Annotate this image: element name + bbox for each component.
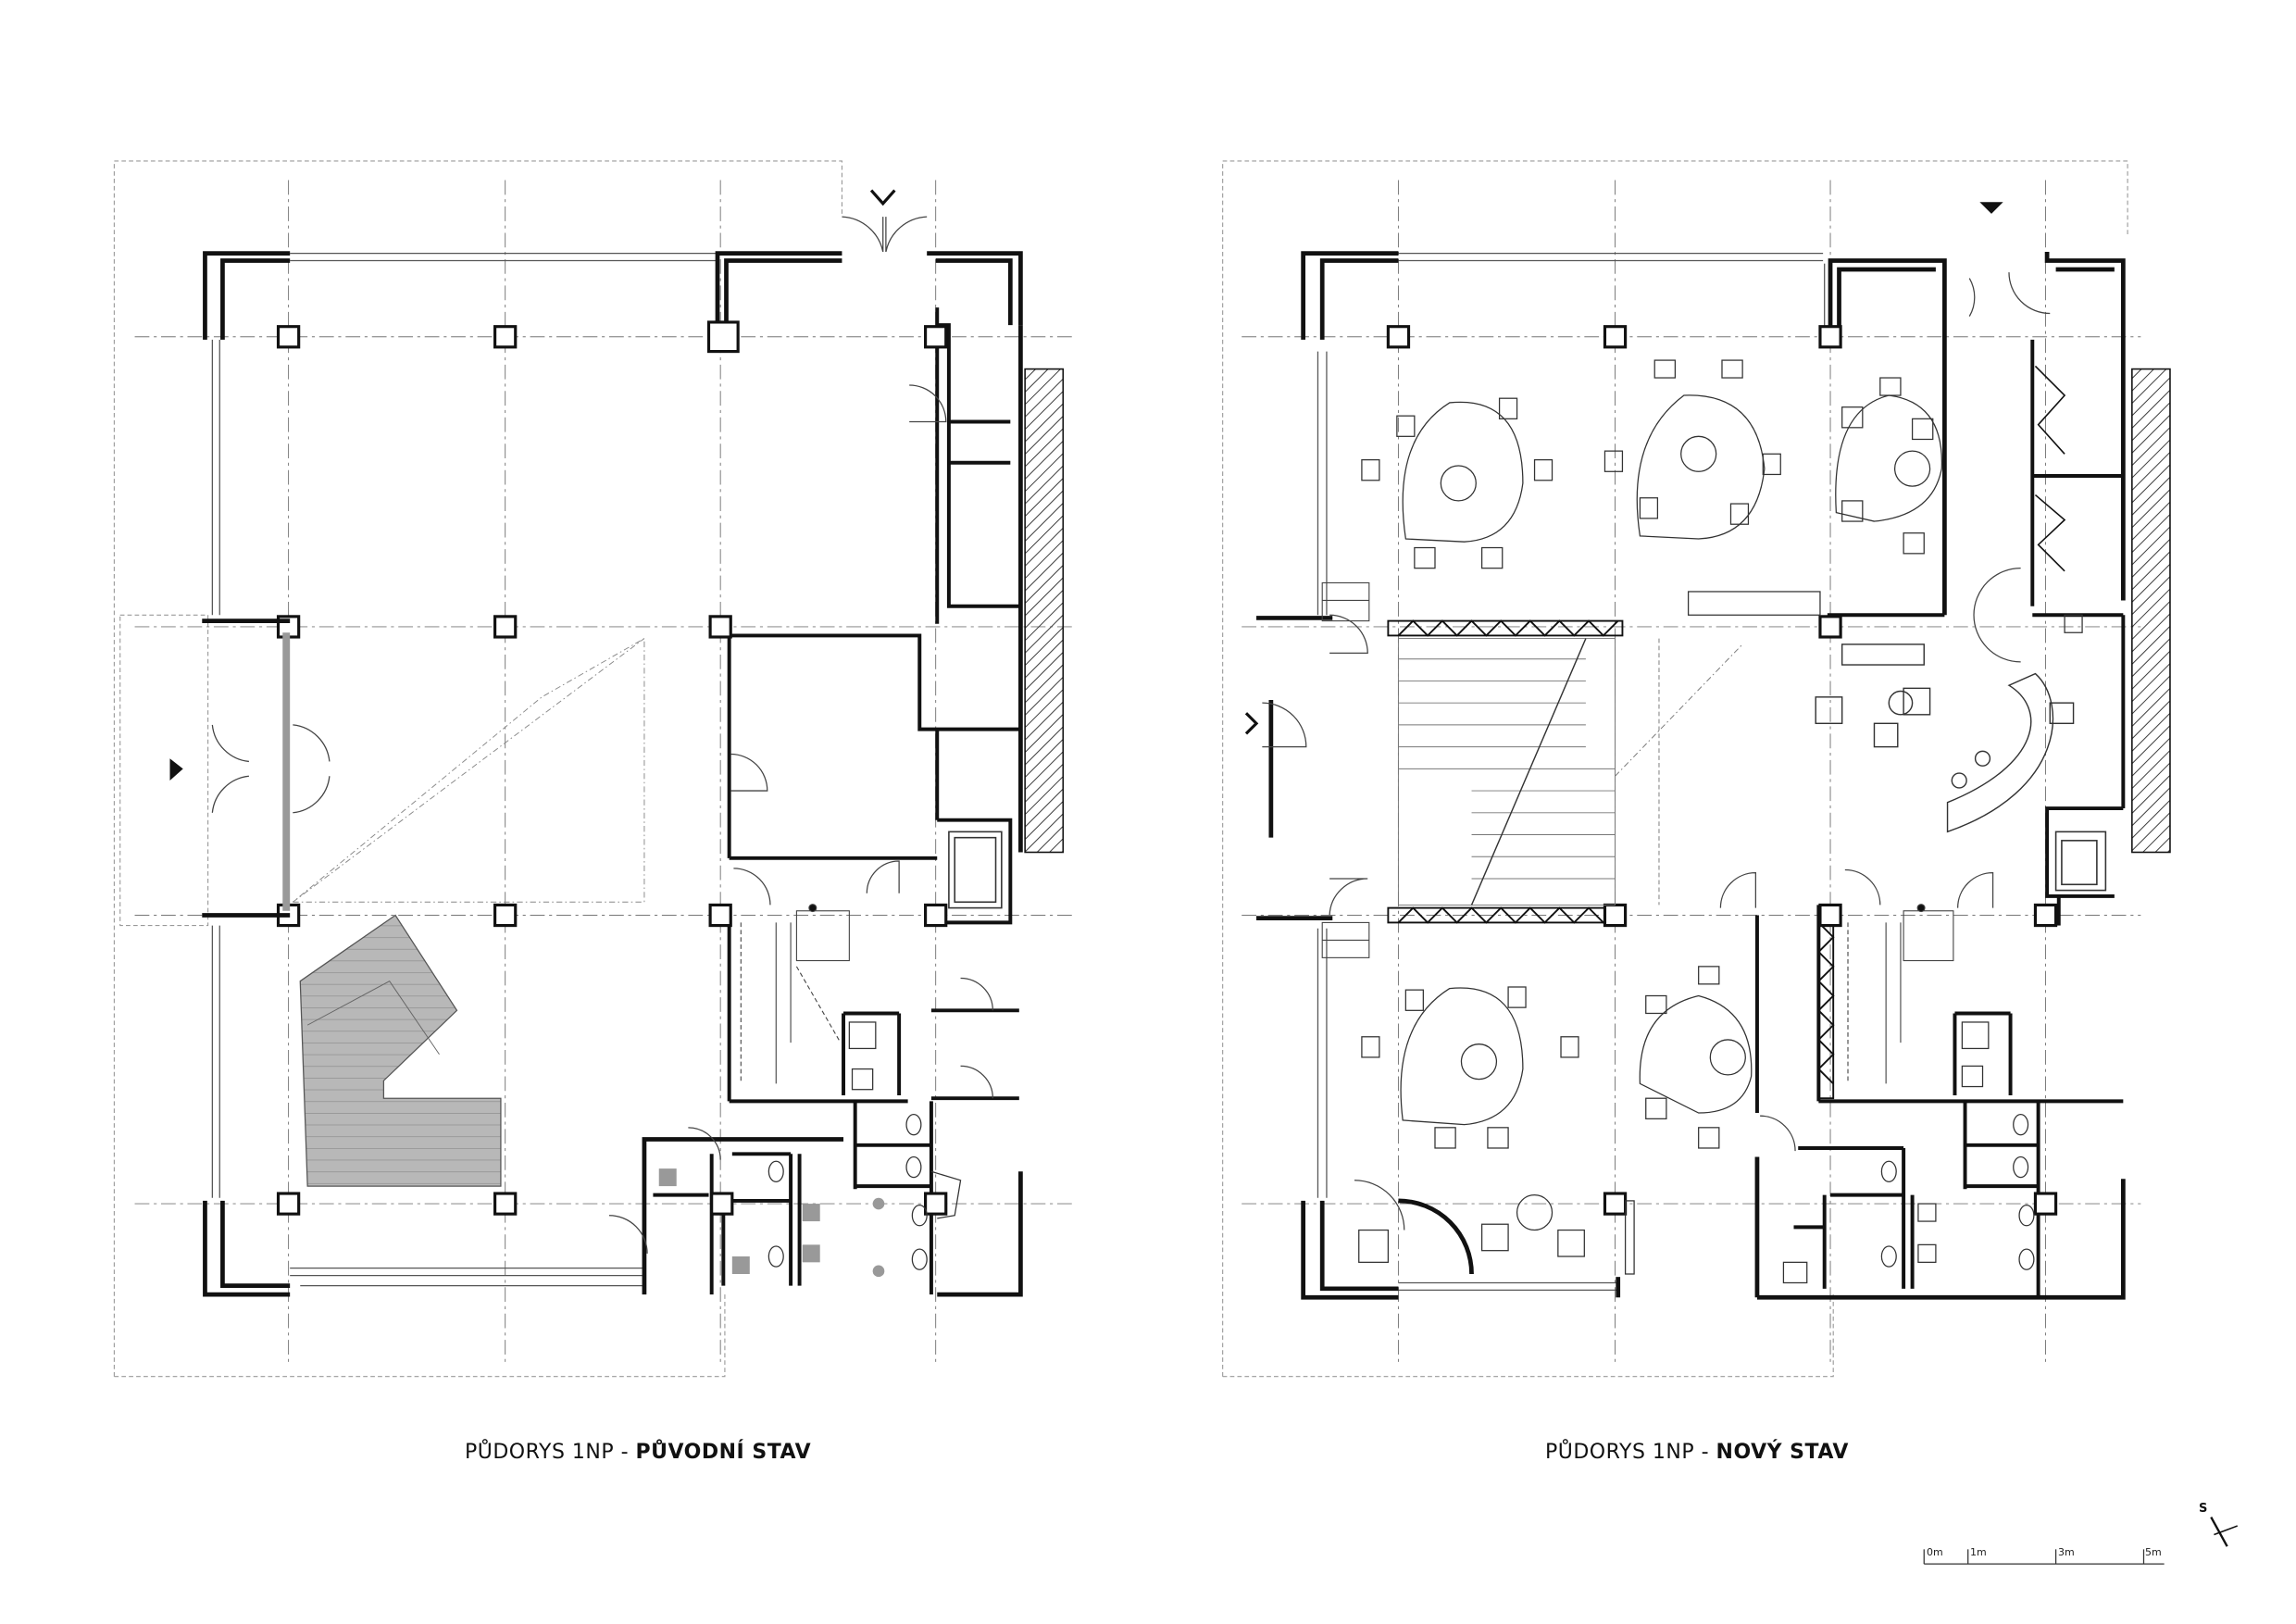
scale-label-1: 1m bbox=[1970, 1546, 1987, 1558]
office-workstations bbox=[1358, 359, 1942, 1275]
elevator-new bbox=[2054, 831, 2107, 892]
scale-bar bbox=[1923, 1549, 2165, 1565]
plan-title-bold: NOVÝ STAV bbox=[1716, 1441, 1849, 1464]
stair-core-original bbox=[740, 904, 850, 1084]
plan-title-prefix: PŮDORYS 1NP - bbox=[465, 1441, 636, 1464]
doors-new bbox=[1262, 272, 2051, 1274]
interior-walls-new bbox=[1754, 339, 2126, 1298]
entrance-arrow-north-new bbox=[1979, 202, 2003, 214]
neighbour-wall-hatch-new bbox=[2131, 368, 2171, 854]
columns-new bbox=[1386, 325, 2058, 1216]
plan-title-new: PŮDORYS 1NP - NOVÝ STAV bbox=[1545, 1441, 1849, 1464]
west-entrance-walls bbox=[202, 618, 291, 918]
structural-grid bbox=[134, 180, 1077, 1366]
truss-beams bbox=[1387, 365, 2066, 1100]
floor-plan-original bbox=[113, 160, 1077, 1378]
entrance-arrow-north bbox=[869, 189, 896, 206]
scale-label-5: 5m bbox=[2145, 1546, 2162, 1558]
north-arrow-label: S bbox=[2199, 1502, 2208, 1516]
glazing-lines bbox=[211, 252, 718, 1287]
sanitary-fixtures-original bbox=[658, 1021, 962, 1278]
overhang-outline bbox=[293, 637, 645, 903]
glazing-lines-new bbox=[1316, 252, 1826, 1292]
central-stair-new bbox=[1397, 638, 1743, 906]
entrance-arrow-west bbox=[169, 758, 183, 781]
exterior-walls-new bbox=[1301, 251, 2126, 1300]
sanitary-fixtures-new bbox=[1782, 614, 2083, 1284]
scale-label-0: 0m bbox=[1927, 1546, 1943, 1558]
outline-dashed bbox=[113, 160, 842, 1378]
interior-walls bbox=[653, 307, 1019, 1295]
reception-desk bbox=[1815, 643, 2075, 833]
stair-core-new bbox=[1321, 581, 1954, 1084]
floor-plan-new bbox=[1222, 160, 2171, 1378]
exterior-walls bbox=[203, 251, 1023, 1297]
elevator-original bbox=[948, 831, 1003, 909]
plan-title-prefix: PŮDORYS 1NP - bbox=[1545, 1441, 1716, 1464]
scale-label-3: 3m bbox=[2058, 1546, 2075, 1558]
plan-title-bold: PŮVODNÍ STAV bbox=[635, 1441, 812, 1464]
outline-dashed-new bbox=[1222, 160, 2128, 1378]
north-arrow bbox=[2210, 1516, 2238, 1547]
doors bbox=[211, 216, 993, 1254]
neighbour-wall-hatch bbox=[1024, 368, 1065, 854]
entrance-arrow-west-new bbox=[1244, 712, 1259, 735]
staircase-original bbox=[299, 914, 502, 1187]
west-entrance-walls-new bbox=[1256, 616, 1333, 921]
plan-title-original: PŮDORYS 1NP - PŮVODNÍ STAV bbox=[465, 1441, 811, 1464]
